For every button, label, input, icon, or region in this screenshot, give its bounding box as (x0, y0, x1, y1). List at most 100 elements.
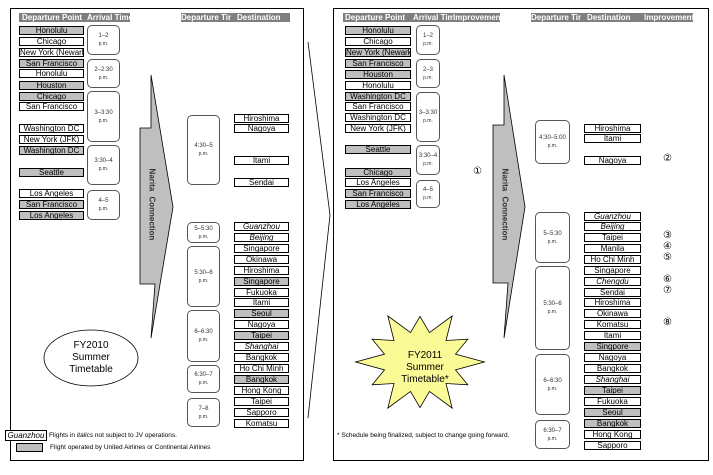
pm-label: p.m. (547, 309, 558, 315)
pm-label: p.m. (198, 413, 209, 420)
destination: Nagoya (584, 353, 641, 362)
destination: Seoul (584, 408, 641, 417)
departure-point: Seattle (19, 168, 84, 177)
destination: Beijing (234, 233, 289, 242)
time-range: 5–5:30 (194, 225, 213, 232)
arrival-time-box: 1–2 p.m. (87, 25, 120, 55)
destination: Fukuoka (584, 397, 641, 406)
time-range: 6–6:30 (194, 329, 213, 335)
pm-label: p.m. (98, 117, 109, 124)
destination: Sapporo (584, 441, 641, 450)
legend-italic-sample: Guanzhou (5, 430, 47, 441)
time-range: 6:30–7 (543, 427, 562, 434)
pm-label: p.m. (98, 41, 109, 47)
fy2011-panel (333, 8, 709, 461)
destination: Itami (584, 331, 641, 340)
destination: Nagoya (234, 124, 289, 133)
departure-point: New York (Newark) (19, 48, 84, 57)
pm-label: p.m. (198, 337, 209, 343)
departure-time-box: 6–6:30 p.m. (187, 310, 220, 362)
departure-point: Chicago (345, 37, 411, 46)
destination: Hiroshima (584, 124, 641, 133)
departure-point: Washington DC (19, 124, 84, 133)
time-range: 3:30–4 (94, 158, 113, 164)
departure-point: Honolulu (19, 26, 84, 35)
destination: Taipei (234, 331, 289, 340)
time-range: 6:30–7 (194, 372, 213, 378)
destination: Shanghai (234, 342, 289, 351)
improvement-mark-arrival: ① (473, 166, 482, 177)
legend-gray-note: Flight operated by United Airlines or Co… (50, 444, 211, 451)
destination: Okinawa (234, 255, 289, 264)
fy2010-panel (10, 8, 304, 461)
destination: Seoul (234, 309, 289, 318)
departure-point: Washington DC (19, 146, 84, 155)
pm-label: p.m. (423, 41, 433, 47)
destination: Bangkok (234, 353, 289, 362)
time-range: 1–2 (98, 33, 109, 39)
departure-point: Chicago (19, 37, 84, 46)
destination: Itami (234, 298, 289, 307)
destination: Bangkok (584, 364, 641, 373)
improvement-mark: ④ (663, 241, 672, 252)
destination: Hiroshima (584, 298, 641, 307)
destination: Singpore (584, 342, 641, 351)
departure-point: Honolulu (345, 26, 411, 35)
destination: Taipei (234, 397, 289, 406)
time-range: 3–3:30 (94, 109, 113, 116)
departure-point: New York (Newark) (345, 48, 411, 57)
improvement-mark: ② (663, 153, 672, 164)
fy2010-header-right: Departure Time Destination (181, 13, 290, 22)
destination: Hong Kong (234, 386, 289, 395)
destination: Hiroshima (234, 266, 289, 275)
time-range: 6–6:30 (543, 377, 562, 384)
pm-label: p.m. (98, 74, 109, 81)
pm-label: p.m. (547, 143, 558, 149)
departure-point: San Francisco (345, 189, 411, 198)
destination: Taipei (584, 386, 641, 395)
time-range: 5:30–6 (194, 269, 213, 276)
time-range: 1–2 (422, 33, 433, 39)
destination: Komatsu (584, 320, 641, 329)
departure-time-box: 5:30–6 p.m. (535, 266, 570, 350)
pm-label: p.m. (98, 166, 109, 172)
departure-point: Chicago (19, 92, 84, 101)
improvement-mark: ⑧ (663, 317, 672, 328)
legend-gray-swatch (16, 443, 43, 452)
pm-label: p.m. (423, 161, 433, 167)
destination: Bangkok (234, 375, 289, 384)
time-range: 4:30–5:00 (539, 135, 566, 141)
fy2010-header-left: Departure Point Arrival Time (19, 13, 130, 22)
pm-label: p.m. (198, 277, 209, 284)
departure-point: San Francisco (345, 59, 411, 68)
time-range: 5:30–6 (543, 301, 562, 307)
destination: Chengdu (584, 277, 641, 286)
departure-point: Chicago (345, 168, 411, 177)
destination: Okinawa (584, 309, 641, 318)
departure-point: Los Angeles (345, 200, 411, 209)
destination: Singapore (584, 266, 641, 275)
pm-label: p.m. (423, 74, 433, 81)
pm-label: p.m. (198, 380, 209, 386)
destination: Hong Kong (584, 430, 641, 439)
destination: Guanzhou (584, 212, 641, 221)
pm-label: p.m. (198, 233, 209, 240)
legend-italic-note: Flights in italics not subject to JV ope… (49, 432, 177, 439)
fy2011-footnote: * Schedule being finalized, subject to c… (337, 432, 510, 439)
departure-time-box: 6:30–7 p.m. (187, 365, 220, 393)
improvement-mark: ⑦ (663, 285, 672, 296)
departure-point: New York (JFK) (345, 124, 411, 133)
narita-connection-label-2010: Narita Connection (147, 168, 157, 241)
destination: Itami (234, 156, 289, 165)
destination: Itami (584, 134, 641, 143)
fy2011-title: FY2011 Summer Timetable* (401, 350, 449, 385)
